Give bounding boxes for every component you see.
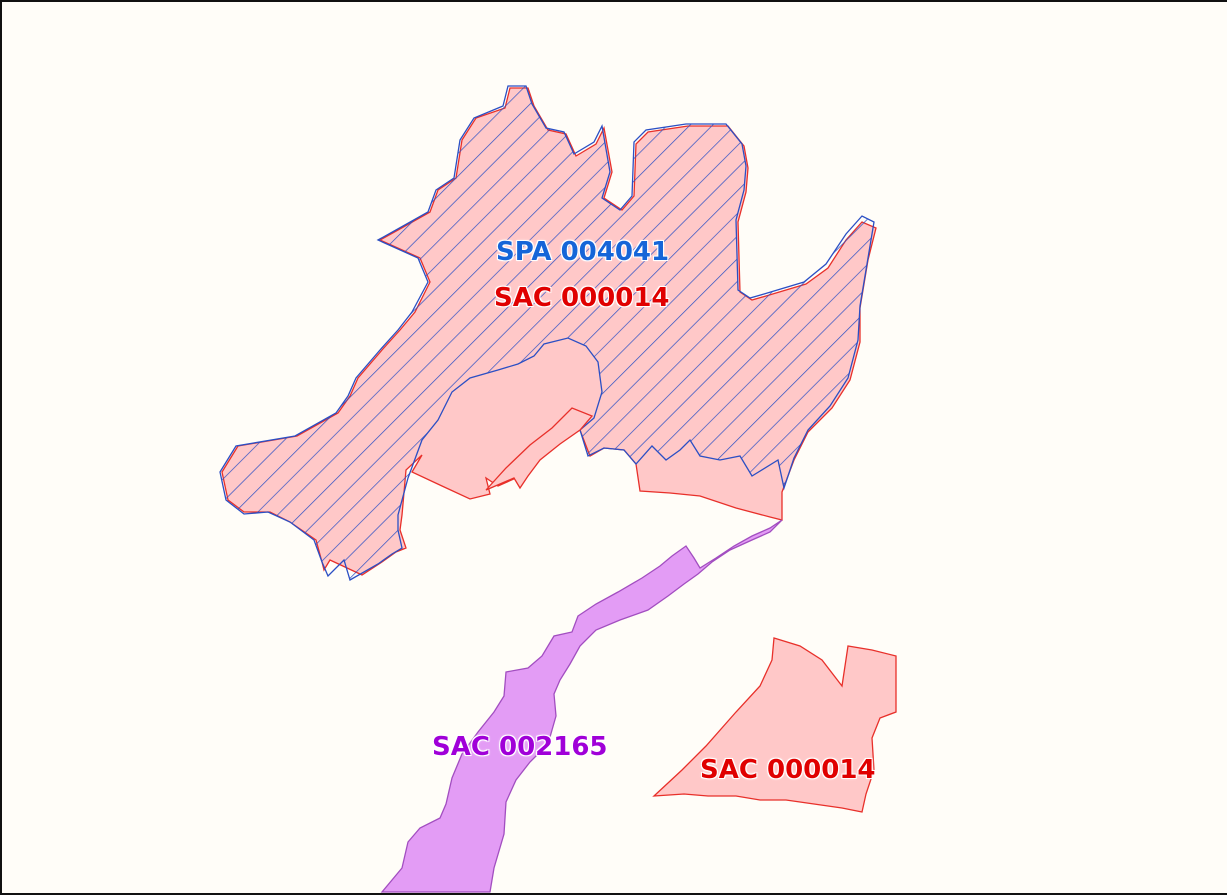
label-sac-002165: SAC 002165 (432, 732, 608, 762)
sac-000014-inner-lobe[interactable] (485, 407, 594, 491)
label-spa-004041: SPA 004041 (496, 237, 670, 267)
spa-004041-polygon[interactable] (219, 85, 875, 581)
sac-002165-polygon[interactable] (380, 519, 783, 893)
label-sac-000014-southeast: SAC 000014 (700, 755, 876, 785)
label-sac-000014-north: SAC 000014 (494, 283, 670, 313)
sac-000014-southeast-polygon[interactable] (652, 637, 897, 813)
